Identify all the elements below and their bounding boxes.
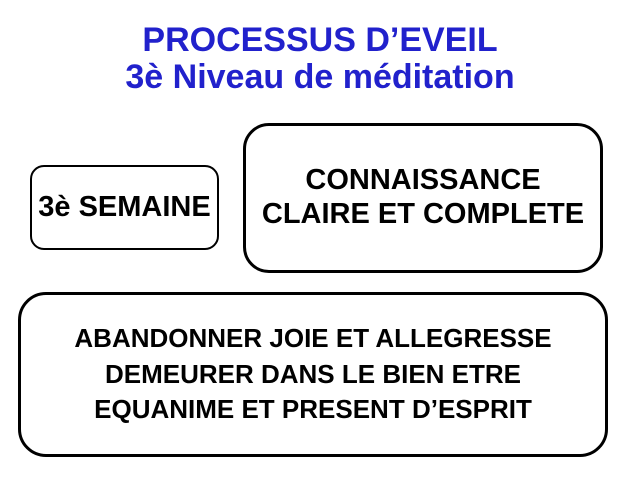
box-connaissance-line-2: CLAIRE ET COMPLETE [261,198,585,230]
box-abandonner-line-2: DEMEURER DANS LE BIEN ETRE [104,358,522,389]
box-abandonner-line-1: ABANDONNER JOIE ET ALLEGRESSE [74,322,552,353]
box-connaissance-line-1: CONNAISSANCE [305,164,541,197]
box-3e-semaine: 3è SEMAINE [30,165,219,250]
slide-title: PROCESSUS D’EVEIL 3è Niveau de méditatio… [0,22,640,95]
box-abandonner-line-3: EQUANIME ET PRESENT D’ESPRIT [94,394,532,425]
title-line-1: PROCESSUS D’EVEIL [142,21,498,59]
box-abandonner: ABANDONNER JOIE ET ALLEGRESSE DEMEURER D… [18,292,608,457]
box-connaissance: CONNAISSANCE CLAIRE ET COMPLETE [243,123,603,273]
box-3e-semaine-label: 3è SEMAINE [38,191,211,223]
title-line-2: 3è Niveau de méditation [125,57,515,96]
